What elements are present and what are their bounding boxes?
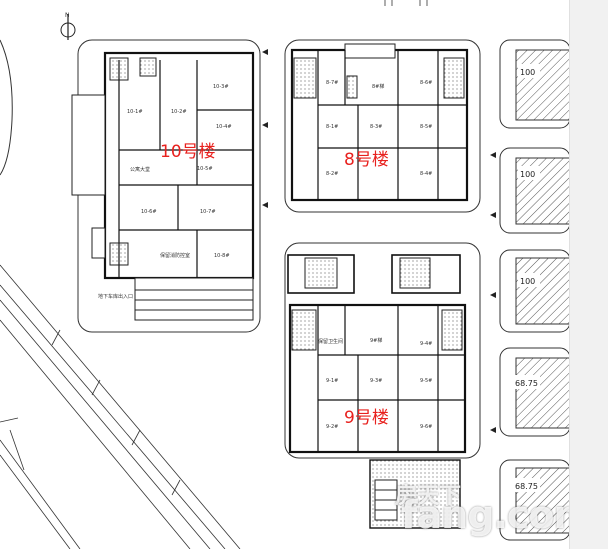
svg-text:100: 100 bbox=[520, 170, 535, 179]
unit-label: 8-7# bbox=[326, 80, 338, 86]
unit-label: 9-1# bbox=[326, 378, 338, 384]
vertical-scrollbar[interactable] bbox=[569, 0, 608, 549]
building-8-label: 8号楼 bbox=[344, 150, 389, 170]
unit-label: 9-6# bbox=[420, 424, 432, 430]
grid-ticks bbox=[384, 0, 428, 6]
site-boundary bbox=[0, 39, 13, 176]
unit-label: 10-8# bbox=[214, 253, 230, 259]
basement-exit-note: 地下车库出入口 bbox=[98, 293, 133, 300]
plot: 68.75 bbox=[499, 347, 570, 437]
svg-text:N: N bbox=[65, 12, 70, 19]
unit-label: 8-4# bbox=[420, 171, 432, 177]
unit-label: 8-2# bbox=[326, 171, 338, 177]
road-lines bbox=[0, 264, 241, 549]
building-10: 10号楼 10-1# 10-2# 10-3# 10-4# 10-5# 10-6#… bbox=[71, 39, 261, 333]
unit-label: 8-1# bbox=[326, 124, 338, 130]
unit-label: 8-5# bbox=[420, 124, 432, 130]
plot: 100 bbox=[499, 249, 570, 333]
unit-label: 10-6# bbox=[141, 209, 157, 215]
plot: 100 bbox=[499, 39, 570, 129]
building-9: 9号楼 9-4# 9-1# 9-3# 9-5# 9-2# 9-6# 保留卫生间 … bbox=[284, 242, 481, 529]
adjacent-plots: 100 100 100 68.75 68.75 bbox=[499, 39, 570, 541]
unit-label: 9-5# bbox=[420, 378, 432, 384]
unit-label: 8-6# bbox=[420, 80, 432, 86]
svg-text:68.75: 68.75 bbox=[515, 482, 538, 491]
unit-label: 10-3# bbox=[213, 84, 229, 90]
unit-label: 10-2# bbox=[171, 109, 187, 115]
building-8: 8号楼 8-7# 8-6# 8-1# 8-3# 8-5# 8-2# 8-4# 8… bbox=[284, 39, 481, 213]
plot: 68.75 bbox=[499, 459, 570, 541]
unit-label: 8-3# bbox=[370, 124, 382, 130]
room-label: 公寓大堂 bbox=[130, 166, 150, 173]
floor-plan: N bbox=[0, 0, 570, 549]
room-label: 保留消防控室 bbox=[160, 252, 190, 259]
road-arrows bbox=[262, 49, 496, 433]
watermark-url: fang.com bbox=[401, 493, 593, 537]
svg-text:100: 100 bbox=[520, 277, 535, 286]
room-label: 保留卫生间 bbox=[318, 338, 343, 345]
room-label: 9#梯 bbox=[370, 337, 382, 344]
plot: 100 bbox=[499, 147, 570, 234]
unit-label: 9-4# bbox=[420, 341, 432, 347]
watermark-cn: 房天下 bbox=[395, 484, 462, 509]
unit-label: 10-4# bbox=[216, 124, 232, 130]
unit-label: 10-5# bbox=[197, 166, 213, 172]
svg-text:100: 100 bbox=[520, 68, 535, 77]
building-9-label: 9号楼 bbox=[344, 408, 389, 428]
north-arrow-icon: N bbox=[60, 12, 76, 40]
unit-label: 10-7# bbox=[200, 209, 216, 215]
building-10-label: 10号楼 bbox=[160, 142, 216, 162]
unit-label: 9-3# bbox=[370, 378, 382, 384]
unit-label: 9-2# bbox=[326, 424, 338, 430]
svg-text:68.75: 68.75 bbox=[515, 379, 538, 388]
room-label: 8#梯 bbox=[372, 83, 384, 90]
unit-label: 10-1# bbox=[127, 109, 143, 115]
